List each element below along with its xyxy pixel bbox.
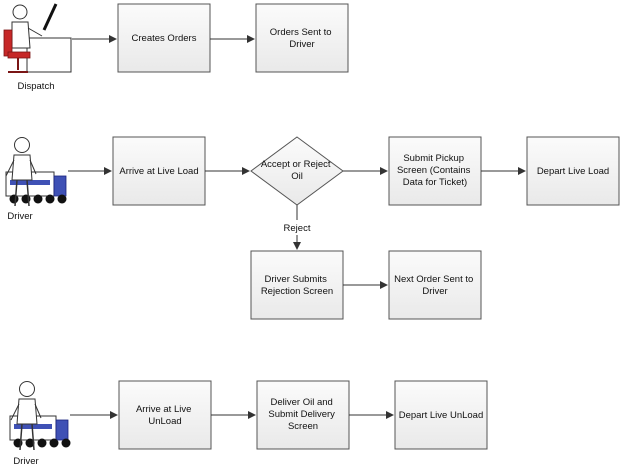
dispatch-label: Dispatch <box>18 81 55 92</box>
dispatch-actor-icon <box>3 3 72 73</box>
rejection-line-2: Rejection Screen <box>261 286 333 297</box>
driver-bottom-label: Driver <box>13 456 38 467</box>
arrive-live-unload-label: Arrive at Live UnLoad <box>136 404 194 427</box>
node-orders-sent-driver[interactable]: Orders Sent to Driver <box>255 3 349 73</box>
driver-submits-rejection-label: Driver Submits Rejection Screen <box>261 274 333 297</box>
deliver-oil-label: Deliver Oil and Submit Delivery Screen <box>268 397 337 432</box>
node-driver-submits-rejection[interactable]: Driver Submits Rejection Screen <box>250 250 344 320</box>
arrive-unload-line-1: Arrive at Live <box>136 404 191 415</box>
driver-top-actor-icon <box>5 137 67 207</box>
reject-edge-label: Reject <box>284 223 311 234</box>
submit-pickup-line-1: Submit Pickup <box>403 153 464 164</box>
deliver-oil-line-3: Screen <box>288 421 318 432</box>
next-order-line-2: Driver <box>422 286 447 297</box>
depart-live-load-label: Depart Live Load <box>537 166 609 177</box>
deliver-oil-line-2: Submit Delivery <box>268 409 335 420</box>
depart-live-unload-label: Depart Live UnLoad <box>399 410 484 421</box>
driver-bottom-actor-icon <box>9 381 71 451</box>
node-next-order-sent[interactable]: Next Order Sent to Driver <box>388 250 482 320</box>
arrive-live-load-label: Arrive at Live Load <box>119 166 198 177</box>
node-arrive-live-unload[interactable]: Arrive at Live UnLoad <box>118 380 212 450</box>
accept-reject-label: Accept or Reject Oil <box>261 159 333 182</box>
node-depart-live-load[interactable]: Depart Live Load <box>526 136 620 206</box>
orders-sent-driver-line-1: Orders Sent to <box>270 27 332 38</box>
submit-pickup-line-3: Data for Ticket) <box>403 177 467 188</box>
accept-reject-line-2: Oil <box>291 171 303 182</box>
node-deliver-oil[interactable]: Deliver Oil and Submit Delivery Screen <box>256 380 350 450</box>
accept-reject-line-1: Accept or Reject <box>261 159 331 170</box>
node-creates-orders[interactable]: Creates Orders <box>117 3 211 73</box>
node-accept-reject-decision[interactable]: Accept or Reject Oil <box>250 136 344 206</box>
arrive-unload-line-2: UnLoad <box>148 416 181 427</box>
driver-top-label: Driver <box>7 211 32 222</box>
node-arrive-live-load[interactable]: Arrive at Live Load <box>112 136 206 206</box>
next-order-line-1: Next Order Sent to <box>394 274 473 285</box>
submit-pickup-label: Submit Pickup Screen (Contains Data for … <box>397 153 473 188</box>
node-submit-pickup[interactable]: Submit Pickup Screen (Contains Data for … <box>388 136 482 206</box>
next-order-sent-label: Next Order Sent to Driver <box>394 274 476 297</box>
orders-sent-driver-line-2: Driver <box>289 39 314 50</box>
orders-sent-driver-label: Orders Sent to Driver <box>270 27 334 50</box>
rejection-line-1: Driver Submits <box>265 274 328 285</box>
deliver-oil-line-1: Deliver Oil and <box>271 397 333 408</box>
submit-pickup-line-2: Screen (Contains <box>397 165 471 176</box>
creates-orders-label: Creates Orders <box>132 33 197 44</box>
node-depart-live-unload[interactable]: Depart Live UnLoad <box>394 380 488 450</box>
